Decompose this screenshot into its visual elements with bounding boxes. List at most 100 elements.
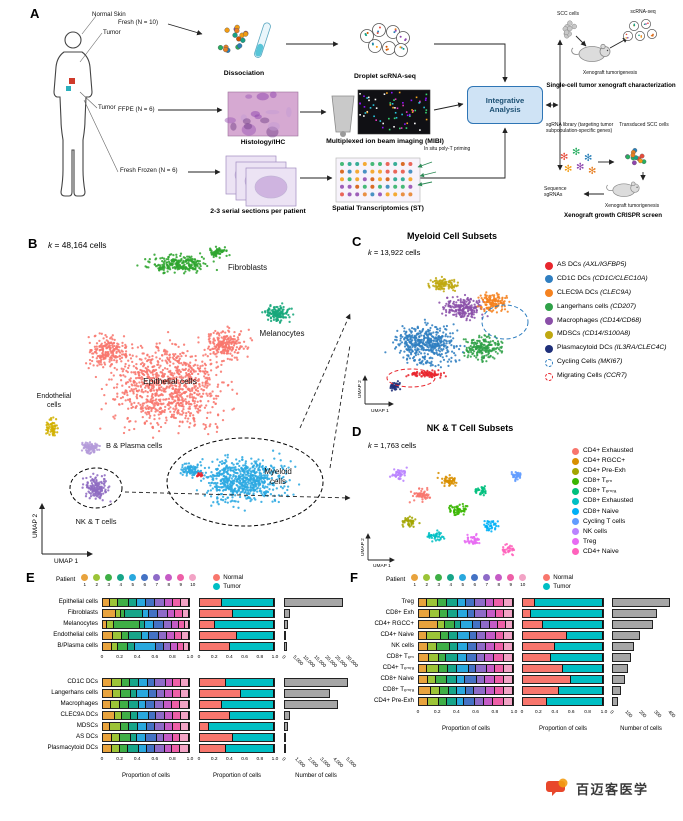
patient-legend-entry: 9 xyxy=(506,574,515,587)
axis-tick: 0.6 xyxy=(241,757,248,762)
axis-tick: 4,000 xyxy=(331,757,344,770)
umap-cluster xyxy=(209,245,231,259)
patient-number: 4 xyxy=(449,582,453,587)
dot-icon xyxy=(572,518,579,526)
patient-legend-entry: 10 xyxy=(188,574,197,587)
legend-label: CLEC9A DCs (CLEC9A) xyxy=(557,288,632,296)
patient-number: 5 xyxy=(131,582,135,587)
condition-legend: Normal Tumor xyxy=(213,574,243,590)
umap-overview: UMAP 1 UMAP 2 FibroblastsMelanocytesEpit… xyxy=(32,245,324,565)
bar-row: Treg xyxy=(350,598,670,607)
row-label: CD4+ Pre-Exh xyxy=(373,697,414,705)
label-dissociation: Dissociation xyxy=(223,70,265,77)
row-label: AS DCs xyxy=(75,733,98,741)
legend-item: CD8+ Naive xyxy=(572,508,682,516)
condition-proportion-bar xyxy=(199,631,275,640)
patient-legend-entry: 2 xyxy=(422,574,431,587)
umap-cluster xyxy=(476,291,511,314)
umap-cluster-label: Endothelial xyxy=(37,393,72,400)
spatial-transcriptomics-icon xyxy=(335,157,437,203)
patient-legend-entry: 2 xyxy=(92,574,101,587)
patient-dot xyxy=(435,574,443,581)
umap-cluster xyxy=(427,275,459,293)
flow-arrows xyxy=(158,23,646,197)
patient-dot xyxy=(519,574,527,581)
patient-legend-label: Patient xyxy=(56,576,76,583)
label-xenograft-bottom: Xenograft tumorigenesis xyxy=(604,203,660,209)
axis-tick: 1.0 xyxy=(186,757,194,762)
axis-tick: 100 xyxy=(622,710,633,720)
row-label: CLEC9A DCs xyxy=(60,711,98,719)
xenograft-mouse-icon xyxy=(571,43,611,62)
condition-proportion-bar xyxy=(199,642,275,651)
cell-count-bar xyxy=(284,711,348,720)
dot-icon xyxy=(572,548,579,556)
bar-row: AS DCs xyxy=(26,733,348,742)
umap-cluster xyxy=(405,369,447,379)
bar-row: CD8+ Tₑₘᵣₐ xyxy=(350,686,670,695)
label-tumor-1: Tumor xyxy=(103,29,121,36)
umap-cluster-label: cells xyxy=(270,477,286,486)
patient-dot xyxy=(507,574,515,581)
dot-icon xyxy=(572,457,579,465)
condition-proportion-bar xyxy=(522,620,604,629)
dot-icon xyxy=(545,289,553,298)
condition-proportion-bar xyxy=(199,609,275,618)
condition-proportion-bar xyxy=(522,653,604,662)
cell-count-bar xyxy=(612,609,670,618)
bar-row: CLEC9A DCs xyxy=(26,711,348,720)
dashed-circle-icon xyxy=(545,372,553,381)
legend-label: CD4+ Naive xyxy=(583,547,619,555)
patient-proportion-bar xyxy=(102,598,190,607)
umap-myeloid: UMAP 1 UMAP 2 xyxy=(357,275,529,414)
umap-cluster xyxy=(426,529,446,543)
legend-item: Plasmacytoid DCs (IL3RA/CLEC4C) xyxy=(545,344,683,353)
row-label: B/Plasma cells xyxy=(57,642,98,650)
droplet-scrnaseq-icon xyxy=(360,23,410,57)
dashed-ellipse xyxy=(166,437,324,527)
condition-proportion-bar xyxy=(522,664,604,673)
umap-cluster xyxy=(192,449,301,512)
condition-proportion-bar xyxy=(522,642,604,651)
condition-proportion-bar xyxy=(199,620,275,629)
dissociated-cells-icon xyxy=(217,24,249,53)
svg-text:✻: ✻ xyxy=(560,152,568,163)
row-label: Macrophages xyxy=(60,700,99,708)
patient-proportion-bar xyxy=(418,609,514,618)
cell-count-bar xyxy=(612,642,670,651)
normal-dot-icon xyxy=(213,574,221,581)
dot-icon xyxy=(572,508,579,516)
axis-tick: 0 xyxy=(100,655,104,660)
tumor-site-marker xyxy=(69,78,75,84)
patient-dot xyxy=(459,574,467,581)
axis-tick: 1.0 xyxy=(510,710,518,715)
patient-proportion-bar xyxy=(418,664,514,673)
condition-proportion-bar xyxy=(199,689,275,698)
bar-row: NK cells xyxy=(350,642,670,651)
panel-b-cell-count: k = 48,164 cells xyxy=(48,240,107,250)
legend-label: CD8+ Naive xyxy=(583,507,619,515)
patient-legend-entry: 5 xyxy=(128,574,137,587)
label-scc-cells: SCC cells xyxy=(557,11,579,17)
axis-caption: Proportion of cells xyxy=(441,726,491,732)
legend-item: CD8+ Tₑₘ xyxy=(572,477,682,485)
condition-proportion-bar xyxy=(522,686,604,695)
caption-crispr-screen: Xenograft growth CRISPR screen xyxy=(564,212,662,219)
umap1-axis-label: UMAP 1 xyxy=(371,408,389,414)
umap-cluster-label: Epithelial cells xyxy=(143,376,197,386)
umap-axes: UMAP 1 UMAP 2 xyxy=(357,375,394,414)
legend-item: AS DCs (AXL/IGFBP5) xyxy=(545,261,683,270)
row-label: Endothelial cells xyxy=(53,631,98,639)
cell-count-bar xyxy=(284,700,348,709)
row-label: Langerhans cells xyxy=(51,689,98,697)
legend-item-tumor: Tumor xyxy=(543,583,573,590)
condition-proportion-bar xyxy=(522,697,604,706)
legend-item: CLEC9A DCs (CLEC9A) xyxy=(545,289,683,298)
condition-proportion-bar xyxy=(199,722,275,731)
panel-d-cell-count: k = 1,763 cells xyxy=(368,441,417,450)
